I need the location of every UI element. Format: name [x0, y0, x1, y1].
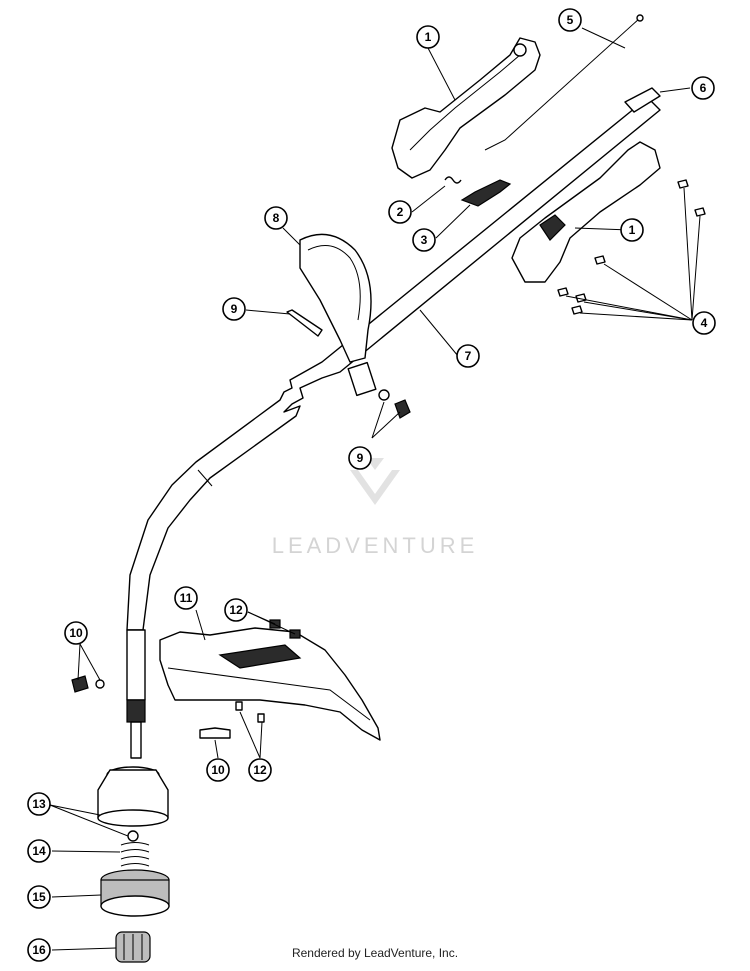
guard-body — [159, 627, 381, 741]
assist-handle — [299, 233, 377, 397]
spool-bottom — [100, 895, 170, 917]
trigger-spring — [444, 176, 462, 184]
svg-text:1: 1 — [425, 30, 432, 44]
watermark: LEADVENTURE — [272, 458, 479, 558]
callout-10-bottom[interactable]: 10 — [206, 758, 230, 782]
callout-7[interactable]: 7 — [456, 344, 480, 368]
wing-washer — [95, 679, 105, 689]
spring-coils — [120, 842, 150, 867]
svg-text:5: 5 — [567, 13, 574, 27]
carriage-bolt — [199, 727, 231, 739]
screw-icon — [557, 287, 569, 297]
handle-knob — [394, 399, 411, 419]
screw-icon — [571, 305, 583, 315]
cable-end-icon — [636, 14, 644, 22]
svg-text:8: 8 — [273, 211, 280, 225]
callout-2[interactable]: 2 — [388, 200, 412, 224]
svg-text:2: 2 — [397, 205, 404, 219]
svg-text:3: 3 — [421, 233, 428, 247]
handle-housing-upper — [391, 37, 541, 179]
screw-icon — [594, 255, 606, 265]
handle-bolt — [286, 309, 323, 337]
svg-text:10: 10 — [69, 626, 83, 640]
watermark-text: LEADVENTURE — [272, 533, 479, 558]
callout-5[interactable]: 5 — [558, 8, 582, 32]
svg-text:1: 1 — [629, 223, 636, 237]
callout-15[interactable]: 15 — [27, 885, 51, 909]
footer-credit: Rendered by LeadVenture, Inc. — [291, 946, 459, 960]
trimmer-guard — [159, 627, 381, 741]
screw-icon — [677, 179, 689, 189]
handle-rib-upper — [409, 54, 521, 151]
svg-text:13: 13 — [32, 797, 46, 811]
lower-shaft — [126, 629, 146, 701]
shaft-assembly — [126, 87, 661, 759]
trimmer-spool — [100, 869, 170, 917]
callout-1-upper[interactable]: 1 — [416, 25, 440, 49]
assist-handle-clamp — [347, 361, 377, 397]
callout-12-bottom[interactable]: 12 — [248, 758, 272, 782]
shaft-end-plug — [624, 87, 661, 113]
handle-screw-boss-upper — [513, 43, 527, 57]
svg-text:14: 14 — [32, 844, 46, 858]
callout-12-top[interactable]: 12 — [224, 598, 248, 622]
handle-washer — [378, 389, 390, 401]
callout-6[interactable]: 6 — [691, 76, 715, 100]
watermark-logo-icon — [350, 470, 400, 505]
handle-half-upper — [391, 37, 541, 179]
upper-shaft — [126, 99, 661, 631]
svg-text:4: 4 — [701, 316, 708, 330]
svg-text:15: 15 — [32, 890, 46, 904]
wing-nut — [71, 675, 89, 693]
svg-text:16: 16 — [32, 943, 46, 957]
svg-text:9: 9 — [357, 451, 364, 465]
svg-text:7: 7 — [465, 349, 472, 363]
handle-grip-lower — [539, 214, 566, 241]
callout-9-upper[interactable]: 9 — [222, 297, 246, 321]
callout-11[interactable]: 11 — [174, 586, 198, 610]
svg-text:9: 9 — [231, 302, 238, 316]
guard-edge-line — [167, 667, 371, 721]
screw-icon — [694, 207, 706, 217]
spool-housing — [97, 766, 169, 842]
callouts: 1 1 2 3 4 5 6 7 8 9 9 10 10 11 12 12 13 … — [27, 8, 716, 962]
throttle-cable — [484, 17, 641, 151]
bump-knob — [115, 931, 151, 963]
svg-text:10: 10 — [211, 763, 225, 777]
handle-half-lower — [511, 141, 661, 283]
callout-10-left[interactable]: 10 — [64, 621, 88, 645]
callout-1-lower[interactable]: 1 — [620, 218, 644, 242]
handle-housing-lower — [511, 141, 661, 283]
callout-16[interactable]: 16 — [27, 938, 51, 962]
svg-text:12: 12 — [229, 603, 243, 617]
svg-text:6: 6 — [700, 81, 707, 95]
shaft-ring-line — [197, 469, 213, 487]
guard-screw-icon — [235, 701, 243, 711]
guard-screw-icon — [257, 713, 265, 723]
drive-shaft-coupler — [126, 699, 146, 723]
callout-3[interactable]: 3 — [412, 228, 436, 252]
callout-14[interactable]: 14 — [27, 839, 51, 863]
callout-4[interactable]: 4 — [692, 311, 716, 335]
housing-base — [97, 809, 169, 827]
throttle-trigger — [460, 179, 512, 207]
guard-label — [218, 644, 302, 669]
assist-handle-inner — [307, 245, 361, 321]
screws-group — [557, 179, 706, 315]
callout-8[interactable]: 8 — [264, 206, 288, 230]
callout-9-lower[interactable]: 9 — [348, 446, 372, 470]
drive-shaft-tip — [130, 721, 142, 759]
assist-handle-loop — [299, 233, 372, 363]
spool-spring — [120, 842, 150, 867]
housing-washer — [127, 830, 139, 842]
svg-text:11: 11 — [180, 591, 193, 605]
svg-text:12: 12 — [253, 763, 267, 777]
callout-13[interactable]: 13 — [27, 792, 51, 816]
